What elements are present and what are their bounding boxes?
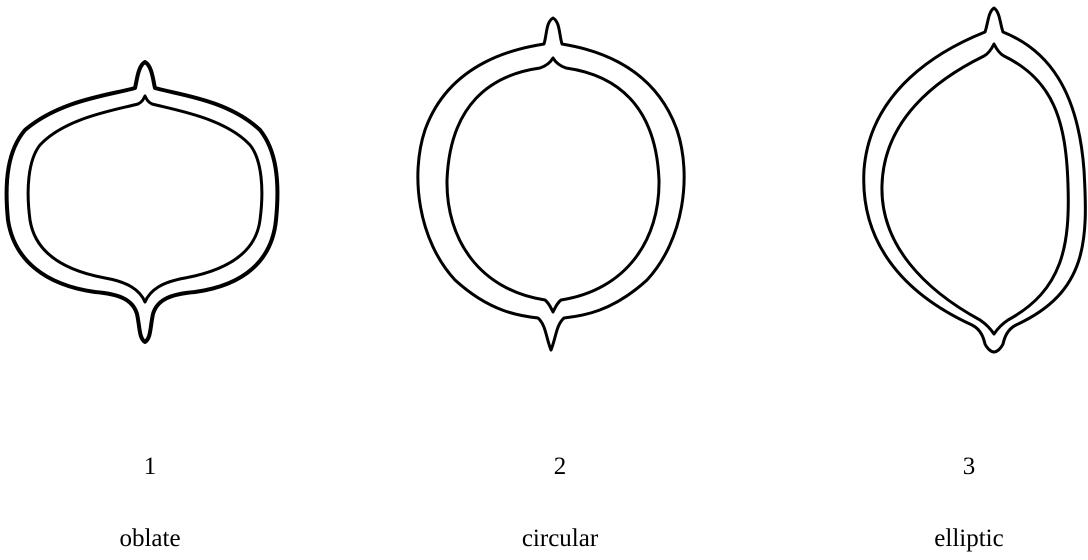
oblate-inner-outline	[28, 96, 262, 302]
oblate-shape	[7, 62, 278, 342]
circular-shape	[418, 18, 684, 350]
shape-1-number: 1	[90, 452, 210, 482]
shape-drawings	[0, 0, 1088, 400]
shape-3-number: 3	[909, 452, 1029, 482]
circular-inner-outline	[447, 58, 659, 312]
shape-1-name: oblate	[50, 524, 250, 554]
elliptic-inner-outline	[882, 44, 1068, 334]
oblate-outer-outline	[7, 62, 278, 342]
shape-2-name: circular	[460, 524, 660, 554]
shape-3-name: elliptic	[869, 524, 1069, 554]
elliptic-shape	[864, 8, 1086, 352]
shape-2-number: 2	[500, 452, 620, 482]
circular-outer-outline	[418, 18, 684, 350]
